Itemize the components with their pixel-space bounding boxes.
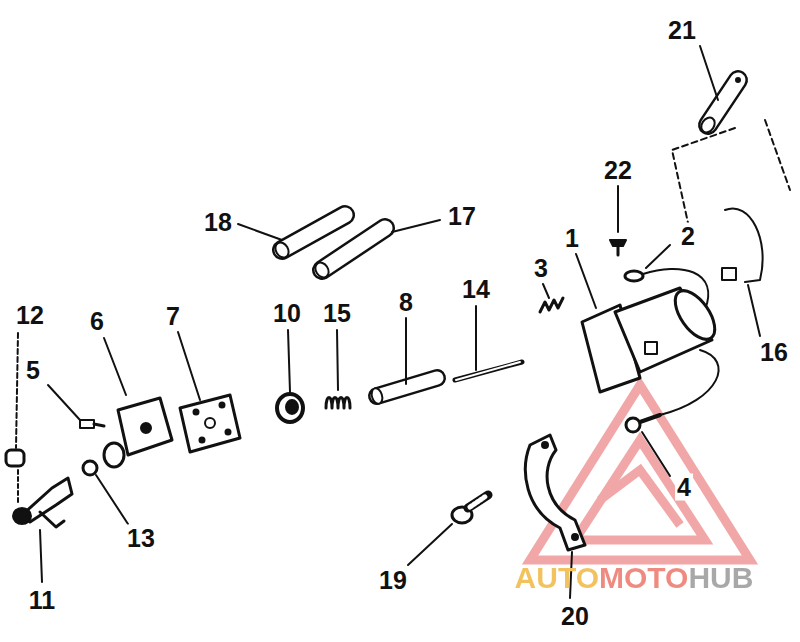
callout-number: 2 bbox=[679, 223, 697, 250]
callout-number: 18 bbox=[202, 209, 234, 236]
callout-number: 3 bbox=[532, 255, 550, 282]
callout-number: 17 bbox=[446, 203, 478, 230]
watermark: AUTOMOTOHUB bbox=[515, 563, 754, 593]
callout-number: 22 bbox=[602, 157, 634, 184]
callout-number: 6 bbox=[88, 308, 106, 335]
callout-number: 16 bbox=[758, 339, 790, 366]
callout-number: 8 bbox=[397, 289, 415, 316]
callout-number: 14 bbox=[460, 276, 492, 303]
callout-number: 15 bbox=[321, 300, 353, 327]
callout-number: 13 bbox=[125, 525, 157, 552]
callout-number: 5 bbox=[24, 357, 42, 384]
callout-number: 4 bbox=[675, 474, 693, 501]
callout-number: 12 bbox=[14, 302, 46, 329]
callout-number: 10 bbox=[271, 300, 303, 327]
callout-number: 1 bbox=[563, 225, 581, 252]
callout-number: 21 bbox=[666, 17, 698, 44]
callout-number: 11 bbox=[27, 587, 57, 614]
callout-number: 19 bbox=[377, 567, 409, 594]
callout-number: 7 bbox=[164, 303, 182, 330]
callout-number: 20 bbox=[559, 603, 591, 630]
